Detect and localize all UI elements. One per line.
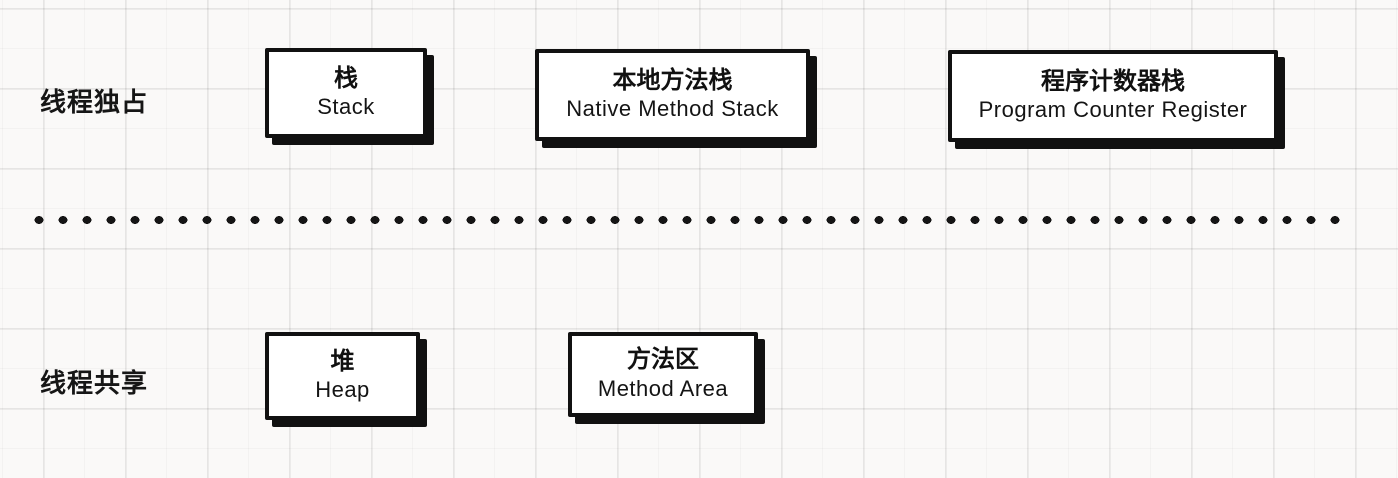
box-native-method-stack: 本地方法栈 Native Method Stack: [535, 49, 810, 141]
box-program-counter-register: 程序计数器栈 Program Counter Register: [948, 50, 1278, 142]
box-method-area-title-en: Method Area: [597, 375, 729, 401]
row-label-thread-exclusive: 线程独占: [40, 88, 149, 117]
box-native-method-stack-title-zh: 本地方法栈: [612, 67, 733, 94]
box-heap-title-zh: 堆: [330, 348, 355, 375]
box-heap: 堆 Heap: [265, 332, 420, 420]
dotted-divider-line: [34, 215, 1350, 225]
box-program-counter-register-title-en: Program Counter Register: [978, 97, 1248, 123]
box-program-counter-register-title-zh: 程序计数器栈: [1041, 68, 1185, 95]
row-label-thread-shared: 线程共享: [40, 369, 149, 398]
box-heap-title-en: Heap: [315, 377, 370, 403]
box-stack-title-zh: 栈: [334, 65, 358, 92]
box-stack: 栈 Stack: [265, 48, 427, 138]
box-method-area: 方法区 Method Area: [568, 332, 758, 417]
box-native-method-stack-title-en: Native Method Stack: [566, 96, 779, 122]
box-stack-title-en: Stack: [317, 94, 375, 120]
box-method-area-title-zh: 方法区: [627, 347, 699, 374]
